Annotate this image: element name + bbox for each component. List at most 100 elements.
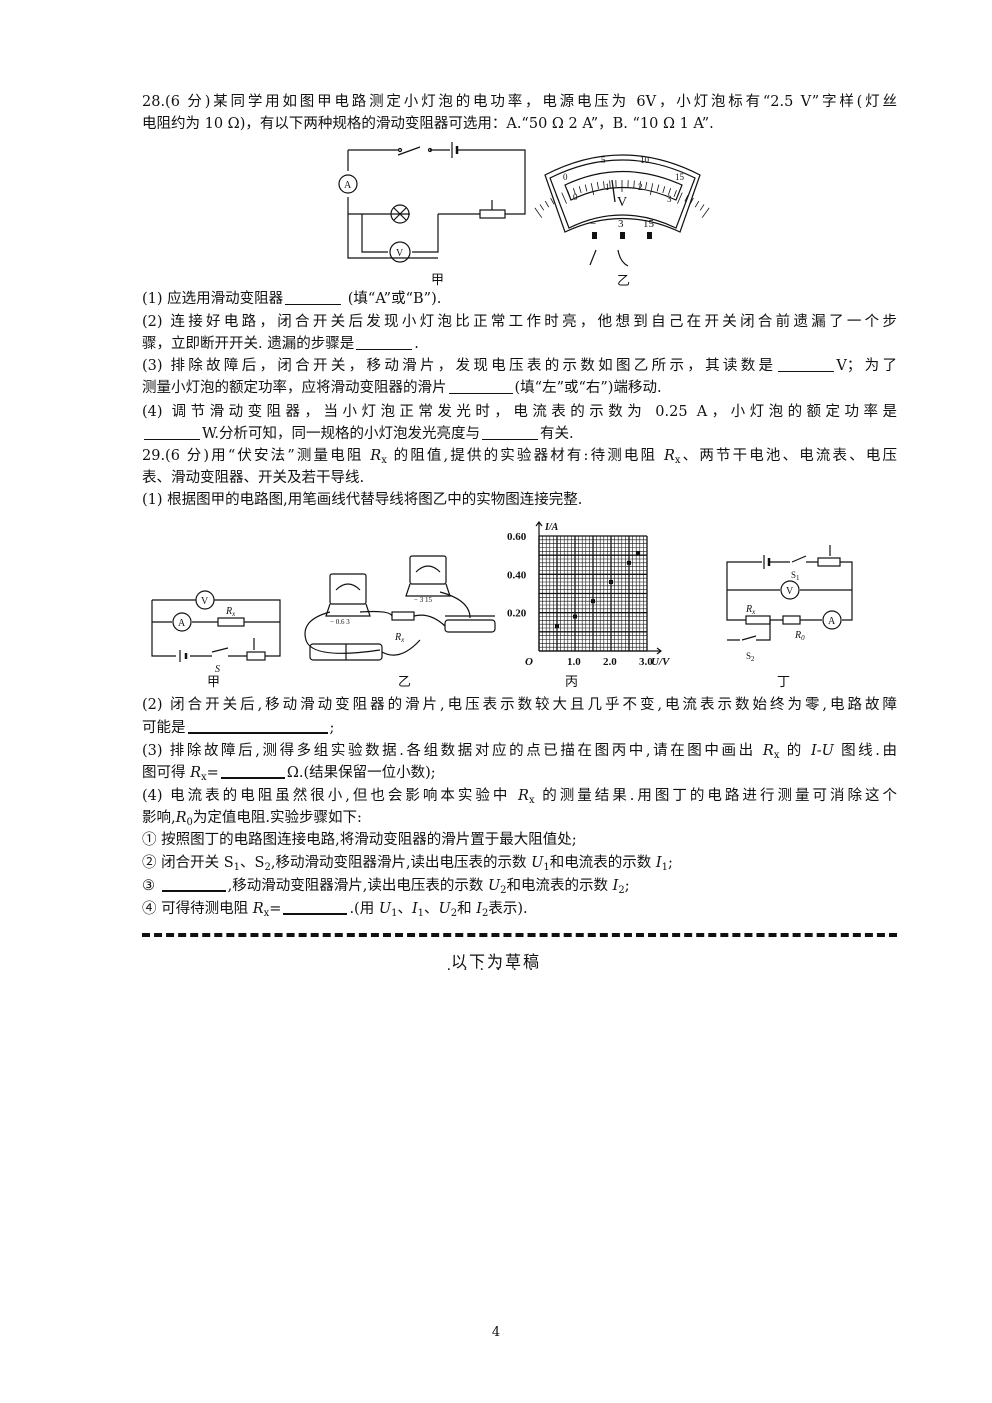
text-segment: 和 (457, 901, 477, 917)
meter-tick (668, 187, 672, 195)
answer-blank[interactable] (283, 899, 348, 915)
text-segment: 和电流表的示数 (506, 878, 613, 894)
text-segment: ② 闭合开关 S (142, 855, 234, 871)
subscript: 2 (264, 862, 271, 873)
answer-blank[interactable] (285, 290, 342, 305)
meter-tick (609, 180, 611, 188)
text-segment: (填“A”或“B”). (343, 291, 442, 307)
fig-label-jia: 甲 (207, 674, 220, 689)
rx-label: Rx (225, 606, 236, 618)
text-line: (4) 电流表的电阻虽然很小,但也会影响本实验中 Rx 的测量结果.用图丁的电路… (142, 786, 897, 811)
text-segment: 骤，立即断开开关. 遗漏的步骤是 (142, 336, 355, 352)
variable: U2 (438, 901, 458, 919)
axes (535, 521, 662, 655)
text-segment: Ω.(结果保留一位小数); (286, 765, 436, 781)
text-segment: 图可得 (142, 765, 191, 781)
text-line: (4) 调节滑动变阻器，当小灯泡正常发光时，电流表的示数为 0.25 A，小灯泡… (142, 402, 897, 422)
ammeter-label: A (344, 180, 352, 191)
data-point (636, 551, 640, 556)
text-segment: (2) 闭合开关后,移动滑动变阻器的滑片,电压表示数较大且几乎不变,电流表示数始… (142, 697, 897, 713)
text-segment: (1) 应选用滑动变阻器 (142, 291, 284, 307)
text-segment: 、两节干电池、电流表、电压 (680, 448, 897, 464)
text-segment: 表示). (488, 901, 528, 917)
meter-tick (633, 180, 635, 188)
text-segment: V；为了 (836, 358, 897, 374)
meter-bottom-2: 2 (638, 182, 643, 192)
variable: Rx (370, 448, 387, 466)
text-segment: 、 (397, 901, 412, 917)
variable: Rx (252, 901, 270, 919)
text-segment: 为定值电阻.实验步骤如下: (192, 810, 362, 826)
meter-tick (544, 200, 550, 208)
meter-tick (694, 200, 700, 208)
fig-label-ding: 丁 (777, 674, 790, 689)
text-line: (3) 排除故障后,测得多组实验数据.各组数据对应的点已描在图丙中,请在图中画出… (142, 741, 897, 766)
y-tick-label: 0.40 (507, 569, 527, 581)
text-segment: 表、滑动变阻器、开关及若干导线. (142, 470, 365, 486)
text-segment: ; (624, 878, 630, 894)
text-segment: 29.(6 分)用“伏安法”测量电阻 (142, 448, 371, 464)
text-segment: 的测量结果.用图丁的电路进行测量可消除这个 (534, 788, 897, 804)
voltmeter-terminals: − 3 15 (414, 596, 432, 604)
text-line: 图可得 Rx=Ω.(结果保留一位小数); (142, 763, 897, 788)
text-segment: (3) 排除故障后,测得多组实验数据.各组数据对应的点已描在图丙中,请在图中画出 (142, 743, 763, 759)
text-line: 电阻约为 10 Ω)，有以下两种规格的滑动变阻器可选用：A.“50 Ω 2 A”… (142, 114, 897, 134)
terminal-15: 15 (643, 218, 655, 230)
variable: I-U (811, 743, 834, 759)
answer-blank[interactable] (481, 425, 538, 440)
page-number: 4 (491, 1325, 501, 1340)
meter-tick (649, 183, 654, 196)
text-segment: (2) 连接好电路，闭合开关后发现小灯泡比正常工作时亮，他想到自己在开关闭合前遗… (142, 314, 897, 330)
text-segment: 的 (779, 743, 812, 759)
text-segment: ③ (142, 878, 160, 894)
answer-blank[interactable] (448, 379, 513, 394)
text-segment: 28.(6 分)某同学用如图甲电路测定小灯泡的电功率，电源电压为 6V，小灯泡标… (142, 94, 897, 110)
text-segment: 、S (240, 855, 265, 871)
text-segment: .(用 (349, 901, 379, 917)
text-line: 表、滑动变阻器、开关及若干导线. (142, 468, 897, 488)
variable: Rx (518, 788, 535, 806)
answer-blank[interactable] (220, 763, 285, 779)
meter-tick (639, 181, 641, 189)
r0-label: R0 (794, 630, 805, 642)
voltmeter-label: V (201, 596, 209, 607)
text-segment: 的阻值,提供的实验器材有:待测电阻 (386, 448, 664, 464)
meter-unit: V (617, 195, 627, 210)
voltmeter-label-ding: V (786, 586, 794, 597)
text-segment: ; (329, 720, 335, 736)
text-line: (1) 应选用滑动变阻器 (填“A”或“B”). (142, 289, 897, 309)
text-segment: 图线.由 (833, 743, 897, 759)
variable: I1 (411, 901, 425, 919)
text-line: ③ ,移动滑动变阻器滑片,读出电压表的示数 U2和电流表的示数 I2; (142, 876, 897, 901)
answer-blank[interactable] (187, 718, 328, 734)
meter-tick (578, 186, 582, 194)
data-point (627, 560, 631, 565)
text-segment: 测量小灯泡的额定功率，应将滑动变阻器的滑片 (142, 380, 447, 396)
meter-tick (662, 186, 666, 194)
data-point (591, 599, 595, 604)
variable: I1 (655, 855, 668, 873)
answer-blank[interactable] (144, 425, 200, 440)
meter-bottom-3: 3 (667, 194, 672, 204)
text-segment: . (414, 336, 419, 352)
text-segment: 和电流表的示数 (549, 855, 656, 871)
text-segment: ,移动滑动变阻器滑片,读出电压表的示数 (270, 855, 532, 871)
ammeter-terminals: − 0.6 3 (330, 618, 350, 626)
text-segment: (填“左”或“右”)端移动. (514, 380, 662, 396)
meter-bottom-0: 0 (573, 192, 578, 202)
meter-bottom-1: 1 (605, 182, 610, 192)
text-segment: W.分析可知，同一规格的小灯泡发光亮度与 (202, 426, 480, 442)
y-axis-label: I/A (544, 522, 559, 533)
meter-tick (689, 197, 694, 205)
answer-blank[interactable] (778, 357, 835, 372)
meter-tick (584, 184, 588, 192)
variable: I2 (612, 878, 625, 896)
text-line: (2) 连接好电路，闭合开关后发现小灯泡比正常工作时亮，他想到自己在开关闭合前遗… (142, 312, 897, 332)
answer-blank[interactable] (161, 876, 226, 892)
answer-blank[interactable] (356, 335, 413, 350)
variable: Rx (663, 448, 681, 466)
s1-label: S1 (791, 570, 800, 582)
text-segment: (3) 排除故障后，闭合开关，移动滑片，发现电压表的示数如图乙所示，其读数是 (142, 358, 777, 374)
